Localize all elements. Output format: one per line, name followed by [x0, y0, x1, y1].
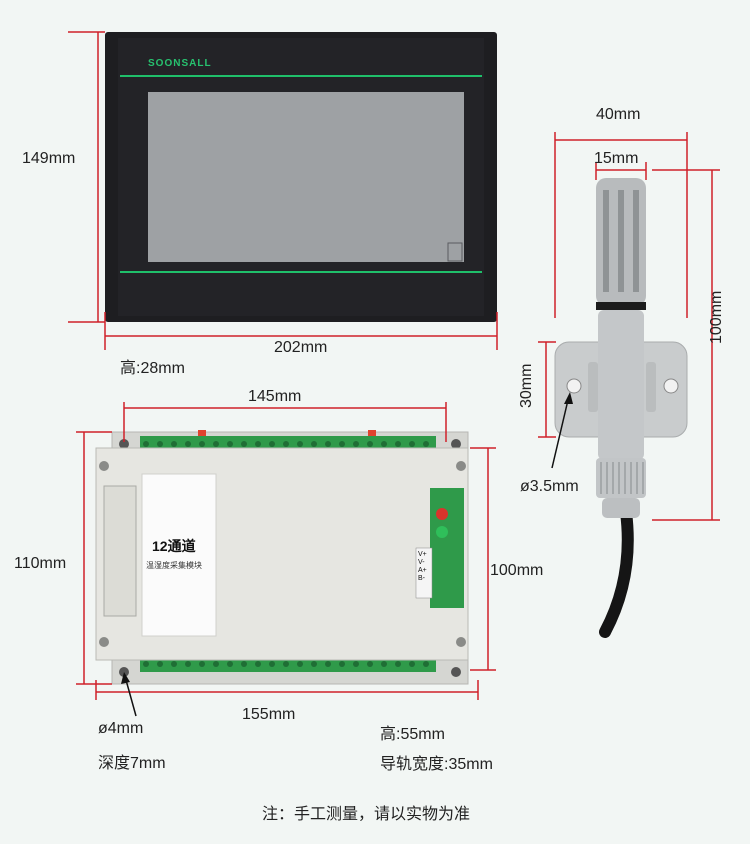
- module-height-label: 110mm: [14, 555, 67, 572]
- terminal-pin-a-plus: A+: [418, 567, 427, 574]
- sensor-hole-label: ø3.5mm: [520, 478, 579, 495]
- hmi-height-label: 149mm: [22, 150, 76, 167]
- module-top-width-label: 145mm: [248, 388, 302, 405]
- acquisition-module: [95, 431, 469, 685]
- terminal-pin-labels: V+ V- A+ B-: [418, 551, 432, 583]
- sensor-height-label: 100mm: [708, 290, 725, 344]
- module-inner-height-label: 100mm: [490, 562, 544, 579]
- module-hole-label: ø4mm: [98, 720, 144, 737]
- sensor-dimension-lines: [538, 132, 720, 521]
- terminal-screws-bottom: [143, 661, 429, 667]
- footer-note: 注：手工测量，请以实物为准: [262, 806, 471, 823]
- module-hole-arrow: [121, 672, 137, 717]
- terminal-pin-v-plus: V+: [418, 551, 427, 558]
- module-bottom-width-label: 155mm: [242, 706, 296, 723]
- sensor-width-label: 40mm: [596, 106, 641, 123]
- hmi-screen: [148, 92, 464, 262]
- module-rail-label: 导轨宽度:35mm: [380, 756, 493, 773]
- module-dimension-lines: [76, 402, 496, 700]
- sensor-probe-width-label: 15mm: [594, 150, 639, 167]
- hmi-panel: [105, 32, 497, 322]
- module-depth-label: 深度7mm: [98, 755, 166, 772]
- module-label-subtitle: 温湿度采集模块: [146, 561, 202, 570]
- hmi-dimension-lines: [68, 31, 498, 350]
- sensor-bracket-label: 30mm: [518, 363, 535, 408]
- top-red-tabs: [198, 430, 376, 436]
- terminal-pin-b-minus: B-: [418, 575, 425, 582]
- module-label-title: 12通道: [152, 538, 196, 554]
- sensor-probe: [554, 178, 688, 638]
- hmi-brand: SOONSALL: [148, 58, 212, 69]
- hmi-depth-label: 高:28mm: [120, 360, 185, 377]
- sensor-hole-arrow: [551, 392, 573, 469]
- module-tall-label: 高:55mm: [380, 726, 445, 743]
- terminal-screws-top: [143, 441, 429, 447]
- hmi-width-label: 202mm: [274, 339, 328, 356]
- terminal-pin-v-minus: V-: [418, 559, 425, 566]
